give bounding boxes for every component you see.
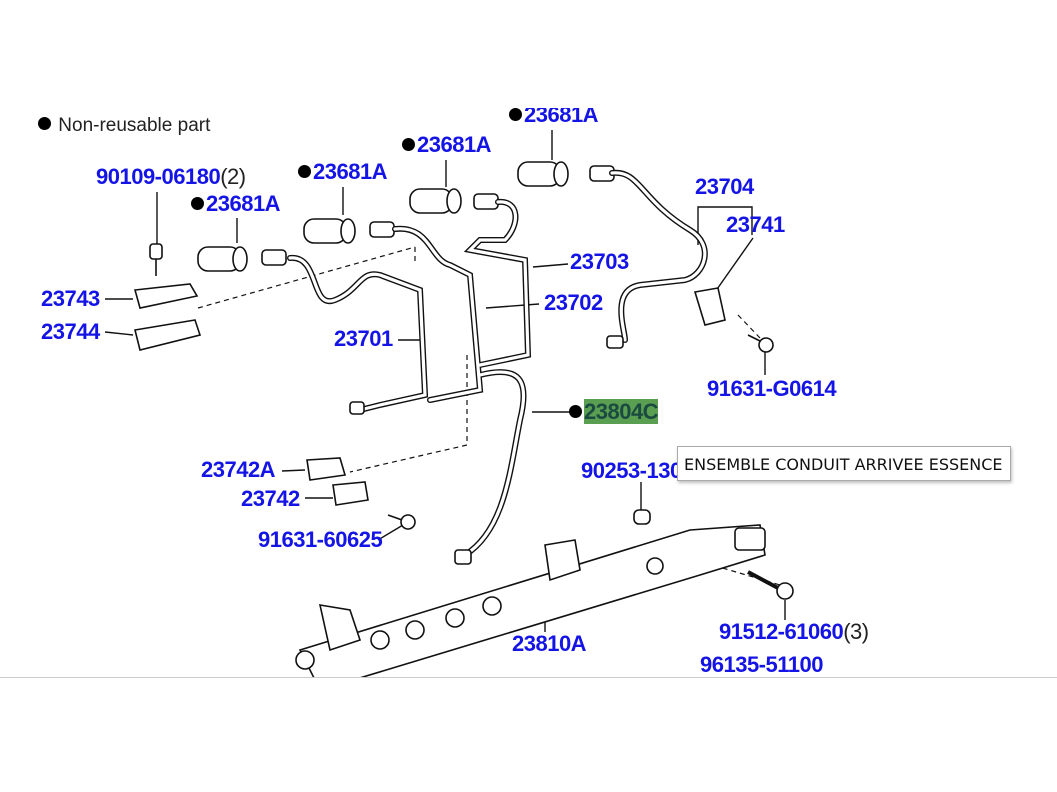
part-label-91631-60625[interactable]: 91631-60625	[258, 527, 383, 552]
part-label-23702[interactable]: 23702	[544, 290, 603, 315]
part-tooltip: ENSEMBLE CONDUIT ARRIVEE ESSENCE	[677, 446, 1011, 481]
part-label-23804C[interactable]: 23804C	[569, 399, 659, 424]
non-reusable-dot-icon	[569, 405, 582, 418]
bullet-icon	[38, 117, 51, 130]
part-label-23703[interactable]: 23703	[570, 249, 629, 274]
part-label-23742[interactable]: 23742	[241, 486, 300, 511]
part-label-23744[interactable]: 23744	[41, 319, 100, 344]
divider	[0, 677, 1057, 678]
part-label-23681A[interactable]: 23681A	[509, 108, 599, 127]
part-label-90253-130[interactable]: 90253-130	[581, 458, 682, 483]
non-reusable-dot-icon	[191, 197, 204, 210]
part-label-23701[interactable]: 23701	[334, 326, 393, 351]
parts-diagram: 90109-06180(2) 23681A 23681A 23681A 2368…	[0, 108, 1057, 677]
part-label-23741[interactable]: 23741	[726, 212, 785, 237]
part-label-23681A[interactable]: 23681A	[298, 160, 388, 184]
legend-text: Non-reusable part	[58, 115, 211, 136]
part-label-23742A[interactable]: 23742A	[201, 457, 276, 482]
legend-non-reusable: Non-reusable part	[38, 115, 210, 137]
part-label-91631-G0614[interactable]: 91631-G0614	[707, 376, 837, 401]
non-reusable-dot-icon	[402, 138, 415, 151]
part-label-23743[interactable]: 23743	[41, 286, 100, 311]
non-reusable-dot-icon	[509, 108, 522, 121]
non-reusable-dot-icon	[298, 165, 311, 178]
part-label-91512-61060[interactable]: 91512-61060(3)	[719, 619, 869, 644]
part-label-23810A[interactable]: 23810A	[512, 631, 587, 656]
part-label-23681A[interactable]: 23681A	[402, 133, 492, 157]
part-label-96135-51100[interactable]: 96135-51100	[700, 652, 823, 677]
part-label-23704[interactable]: 23704	[695, 174, 754, 199]
diagram-drawing	[104, 130, 794, 677]
highlighted-part-number: 23804C	[584, 399, 659, 424]
part-label-23681A[interactable]: 23681A	[191, 192, 281, 216]
part-label-90109-06180[interactable]: 90109-06180(2)	[96, 164, 246, 189]
